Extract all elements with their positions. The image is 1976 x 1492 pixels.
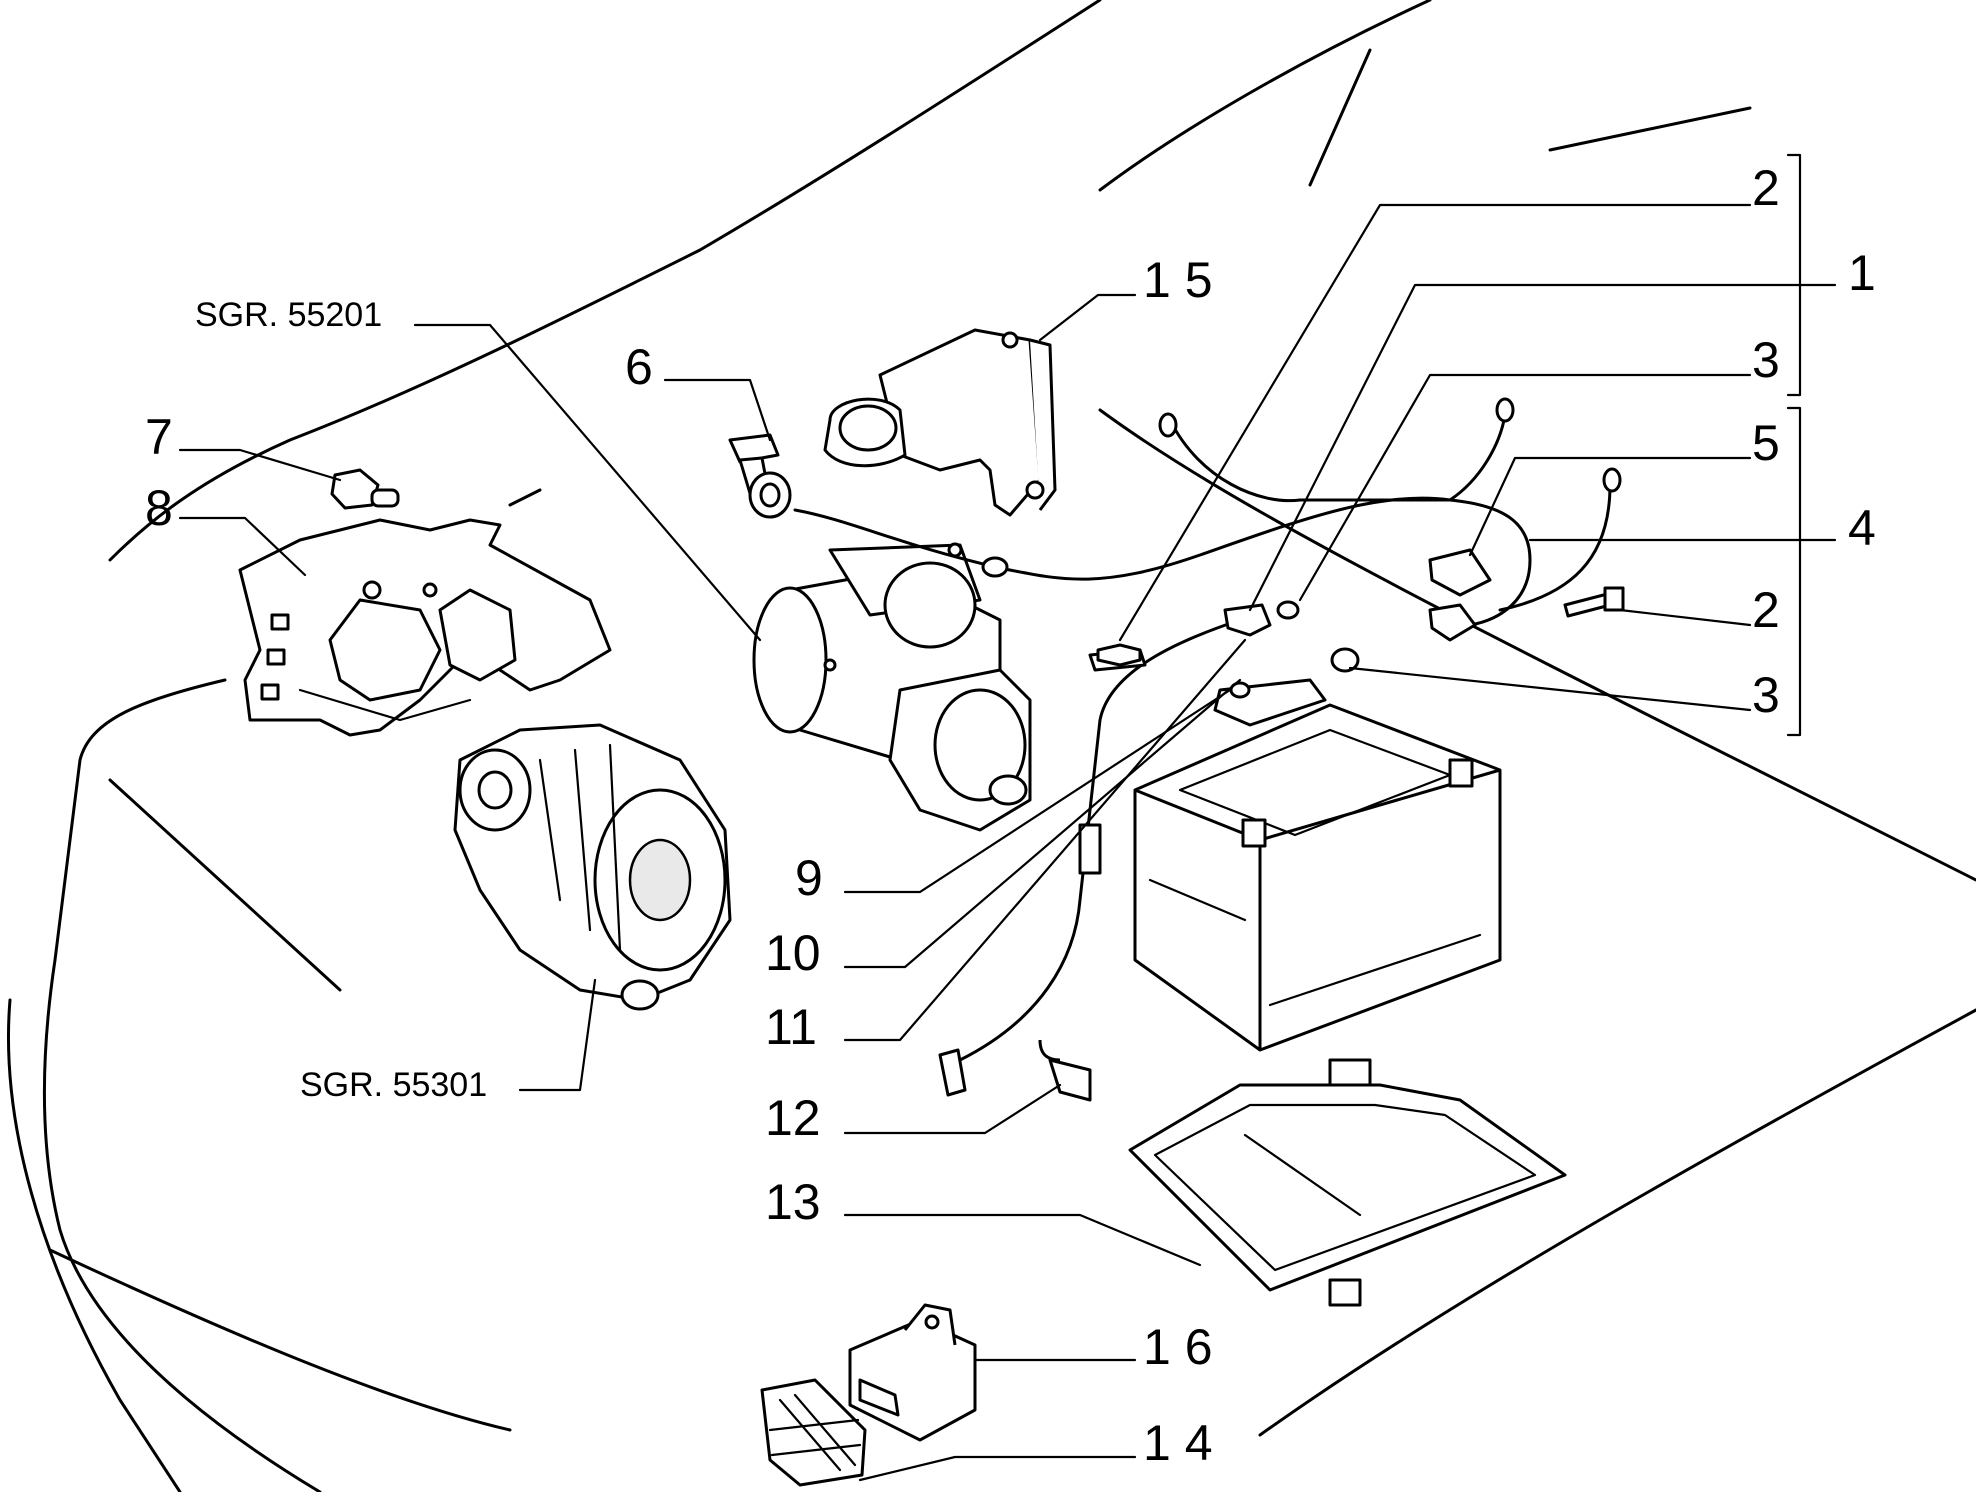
callout-12: 12 <box>765 1090 821 1146</box>
bracket-part-8 <box>238 518 612 737</box>
callout-5: 5 <box>1752 415 1780 471</box>
callout-3-top: 3 <box>1752 332 1780 388</box>
reference-sgr-55301: SGR. 55301 <box>300 1066 488 1104</box>
leader-lines <box>178 153 1837 1482</box>
callout-16: 1 6 <box>1143 1319 1213 1375</box>
callout-6: 6 <box>625 339 653 395</box>
car-body-outline <box>6 0 1976 1492</box>
cable-harness <box>793 397 1622 642</box>
cover-part-14 <box>760 1378 867 1487</box>
callout-7: 7 <box>145 409 173 465</box>
battery-tray <box>1128 1058 1567 1307</box>
alternator <box>453 723 732 1011</box>
grommet-part-6 <box>728 433 792 519</box>
callout-10: 10 <box>765 925 821 981</box>
relay-part-16 <box>848 1303 977 1442</box>
callout-9: 9 <box>795 850 823 906</box>
fasteners <box>1096 586 1625 673</box>
callout-13: 13 <box>765 1174 821 1230</box>
callout-11: 11 <box>765 999 817 1055</box>
switch-part-7 <box>330 468 400 510</box>
starter-motor <box>752 542 1032 832</box>
callout-8: 8 <box>145 480 173 536</box>
reference-sgr-55201: SGR. 55201 <box>195 296 383 334</box>
callout-15: 1 5 <box>1143 252 1213 308</box>
bracket-part-15 <box>823 328 1057 517</box>
callout-1: 1 <box>1848 245 1876 301</box>
battery <box>1133 703 1502 1052</box>
callout-3-lower: 3 <box>1752 667 1780 723</box>
callout-4: 4 <box>1848 500 1876 556</box>
callout-14: 1 4 <box>1143 1415 1213 1471</box>
callout-2-lower: 2 <box>1752 582 1780 638</box>
clip-part-12 <box>1038 1039 1092 1102</box>
callout-2-top: 2 <box>1752 160 1780 216</box>
